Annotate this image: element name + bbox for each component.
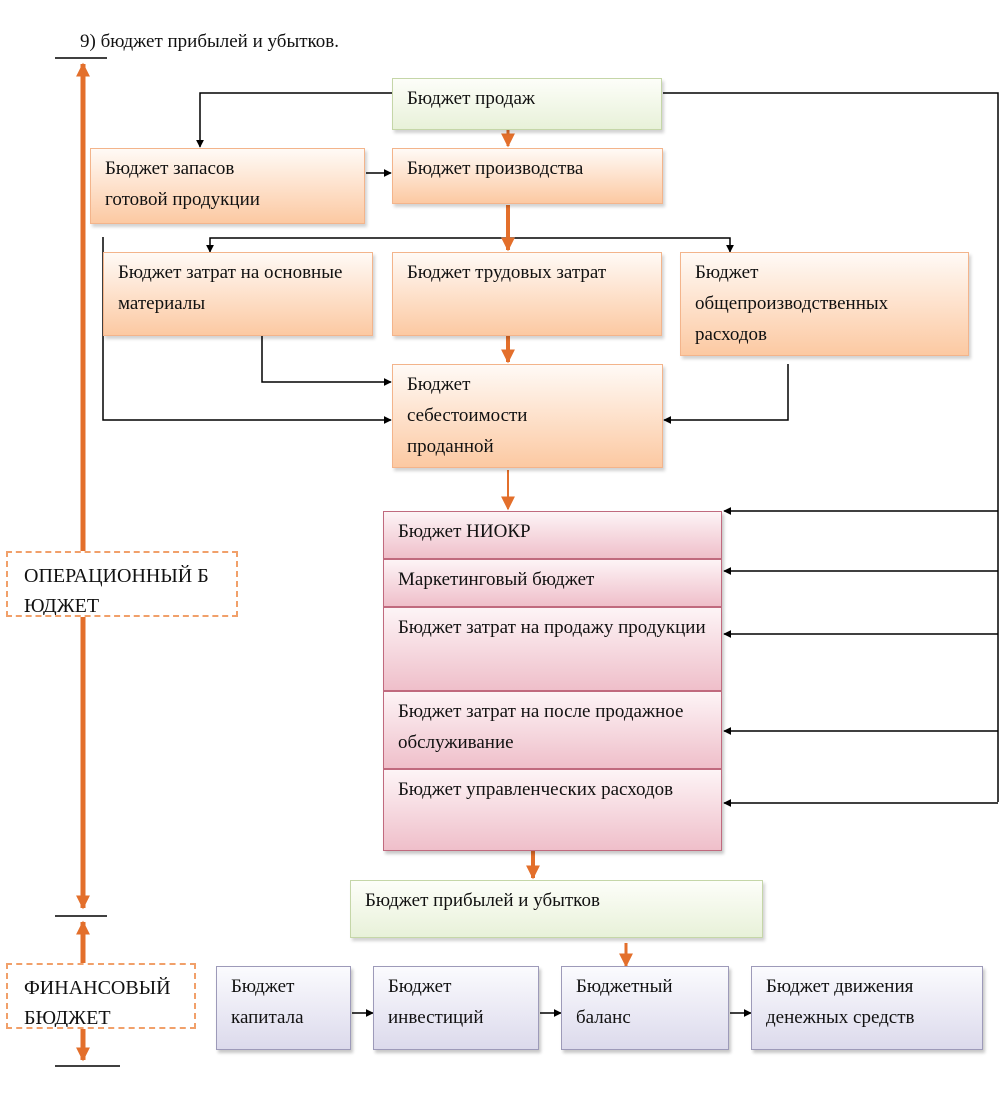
capital-budget-box: Бюджет капитала bbox=[216, 966, 351, 1050]
materials-budget-box: Бюджет затрат на основные материалы bbox=[103, 252, 373, 336]
marketing-budget-box: Маркетинговый бюджет bbox=[383, 559, 722, 607]
cogs-budget-label: Бюджет себестоимости проданной bbox=[407, 374, 528, 457]
after-sales-budget-box: Бюджет затрат на после продажное обслужи… bbox=[383, 691, 722, 769]
overhead-budget-label: Бюджет общепроизводственных расходов bbox=[695, 262, 889, 345]
cash-flow-budget-label: Бюджет движения денежных средств bbox=[766, 976, 915, 1028]
labor-budget-label: Бюджет трудовых затрат bbox=[407, 262, 607, 283]
operational-budget-label: ОПЕРАЦИОННЫЙ БЮДЖЕТ bbox=[24, 565, 209, 617]
cash-flow-budget-box: Бюджет движения денежных средств bbox=[751, 966, 983, 1050]
finished-goods-budget-label: Бюджет запасов готовой продукции bbox=[105, 158, 260, 210]
investment-budget-box: Бюджет инвестиций bbox=[373, 966, 539, 1050]
profit-loss-budget-box: Бюджет прибылей и убытков bbox=[350, 880, 763, 938]
admin-budget-box: Бюджет управленческих расходов bbox=[383, 769, 722, 851]
sales-budget-label: Бюджет продаж bbox=[407, 88, 536, 109]
capital-budget-label: Бюджет капитала bbox=[231, 976, 304, 1028]
marketing-budget-label: Маркетинговый бюджет bbox=[398, 569, 595, 590]
overhead-budget-box: Бюджет общепроизводственных расходов bbox=[680, 252, 969, 356]
sales-budget-box: Бюджет продаж bbox=[392, 78, 662, 130]
selling-budget-box: Бюджет затрат на продажу продукции bbox=[383, 607, 722, 691]
cogs-budget-box: Бюджет себестоимости проданной bbox=[392, 364, 663, 468]
materials-budget-label: Бюджет затрат на основные материалы bbox=[118, 262, 343, 314]
balance-budget-label: Бюджетный баланс bbox=[576, 976, 673, 1028]
selling-budget-label: Бюджет затрат на продажу продукции bbox=[398, 617, 706, 638]
finished-goods-budget-box: Бюджет запасов готовой продукции bbox=[90, 148, 365, 224]
financial-budget-label-box: ФИНАНСОВЫЙ БЮДЖЕТ bbox=[6, 963, 196, 1029]
rnd-budget-box: Бюджет НИОКР bbox=[383, 511, 722, 559]
profit-loss-budget-label: Бюджет прибылей и убытков bbox=[365, 890, 600, 911]
balance-budget-box: Бюджетный баланс bbox=[561, 966, 729, 1050]
financial-budget-label: ФИНАНСОВЫЙ БЮДЖЕТ bbox=[24, 977, 171, 1029]
operational-budget-label-box: ОПЕРАЦИОННЫЙ БЮДЖЕТ bbox=[6, 551, 238, 617]
rnd-budget-label: Бюджет НИОКР bbox=[398, 521, 531, 542]
production-budget-box: Бюджет производства bbox=[392, 148, 663, 204]
labor-budget-box: Бюджет трудовых затрат bbox=[392, 252, 662, 336]
production-budget-label: Бюджет производства bbox=[407, 158, 584, 179]
investment-budget-label: Бюджет инвестиций bbox=[388, 976, 484, 1028]
after-sales-budget-label: Бюджет затрат на после продажное обслужи… bbox=[398, 701, 684, 753]
admin-budget-label: Бюджет управленческих расходов bbox=[398, 779, 674, 800]
orange-connectors bbox=[501, 130, 633, 968]
heading: 9) бюджет прибылей и убытков. bbox=[80, 31, 339, 52]
